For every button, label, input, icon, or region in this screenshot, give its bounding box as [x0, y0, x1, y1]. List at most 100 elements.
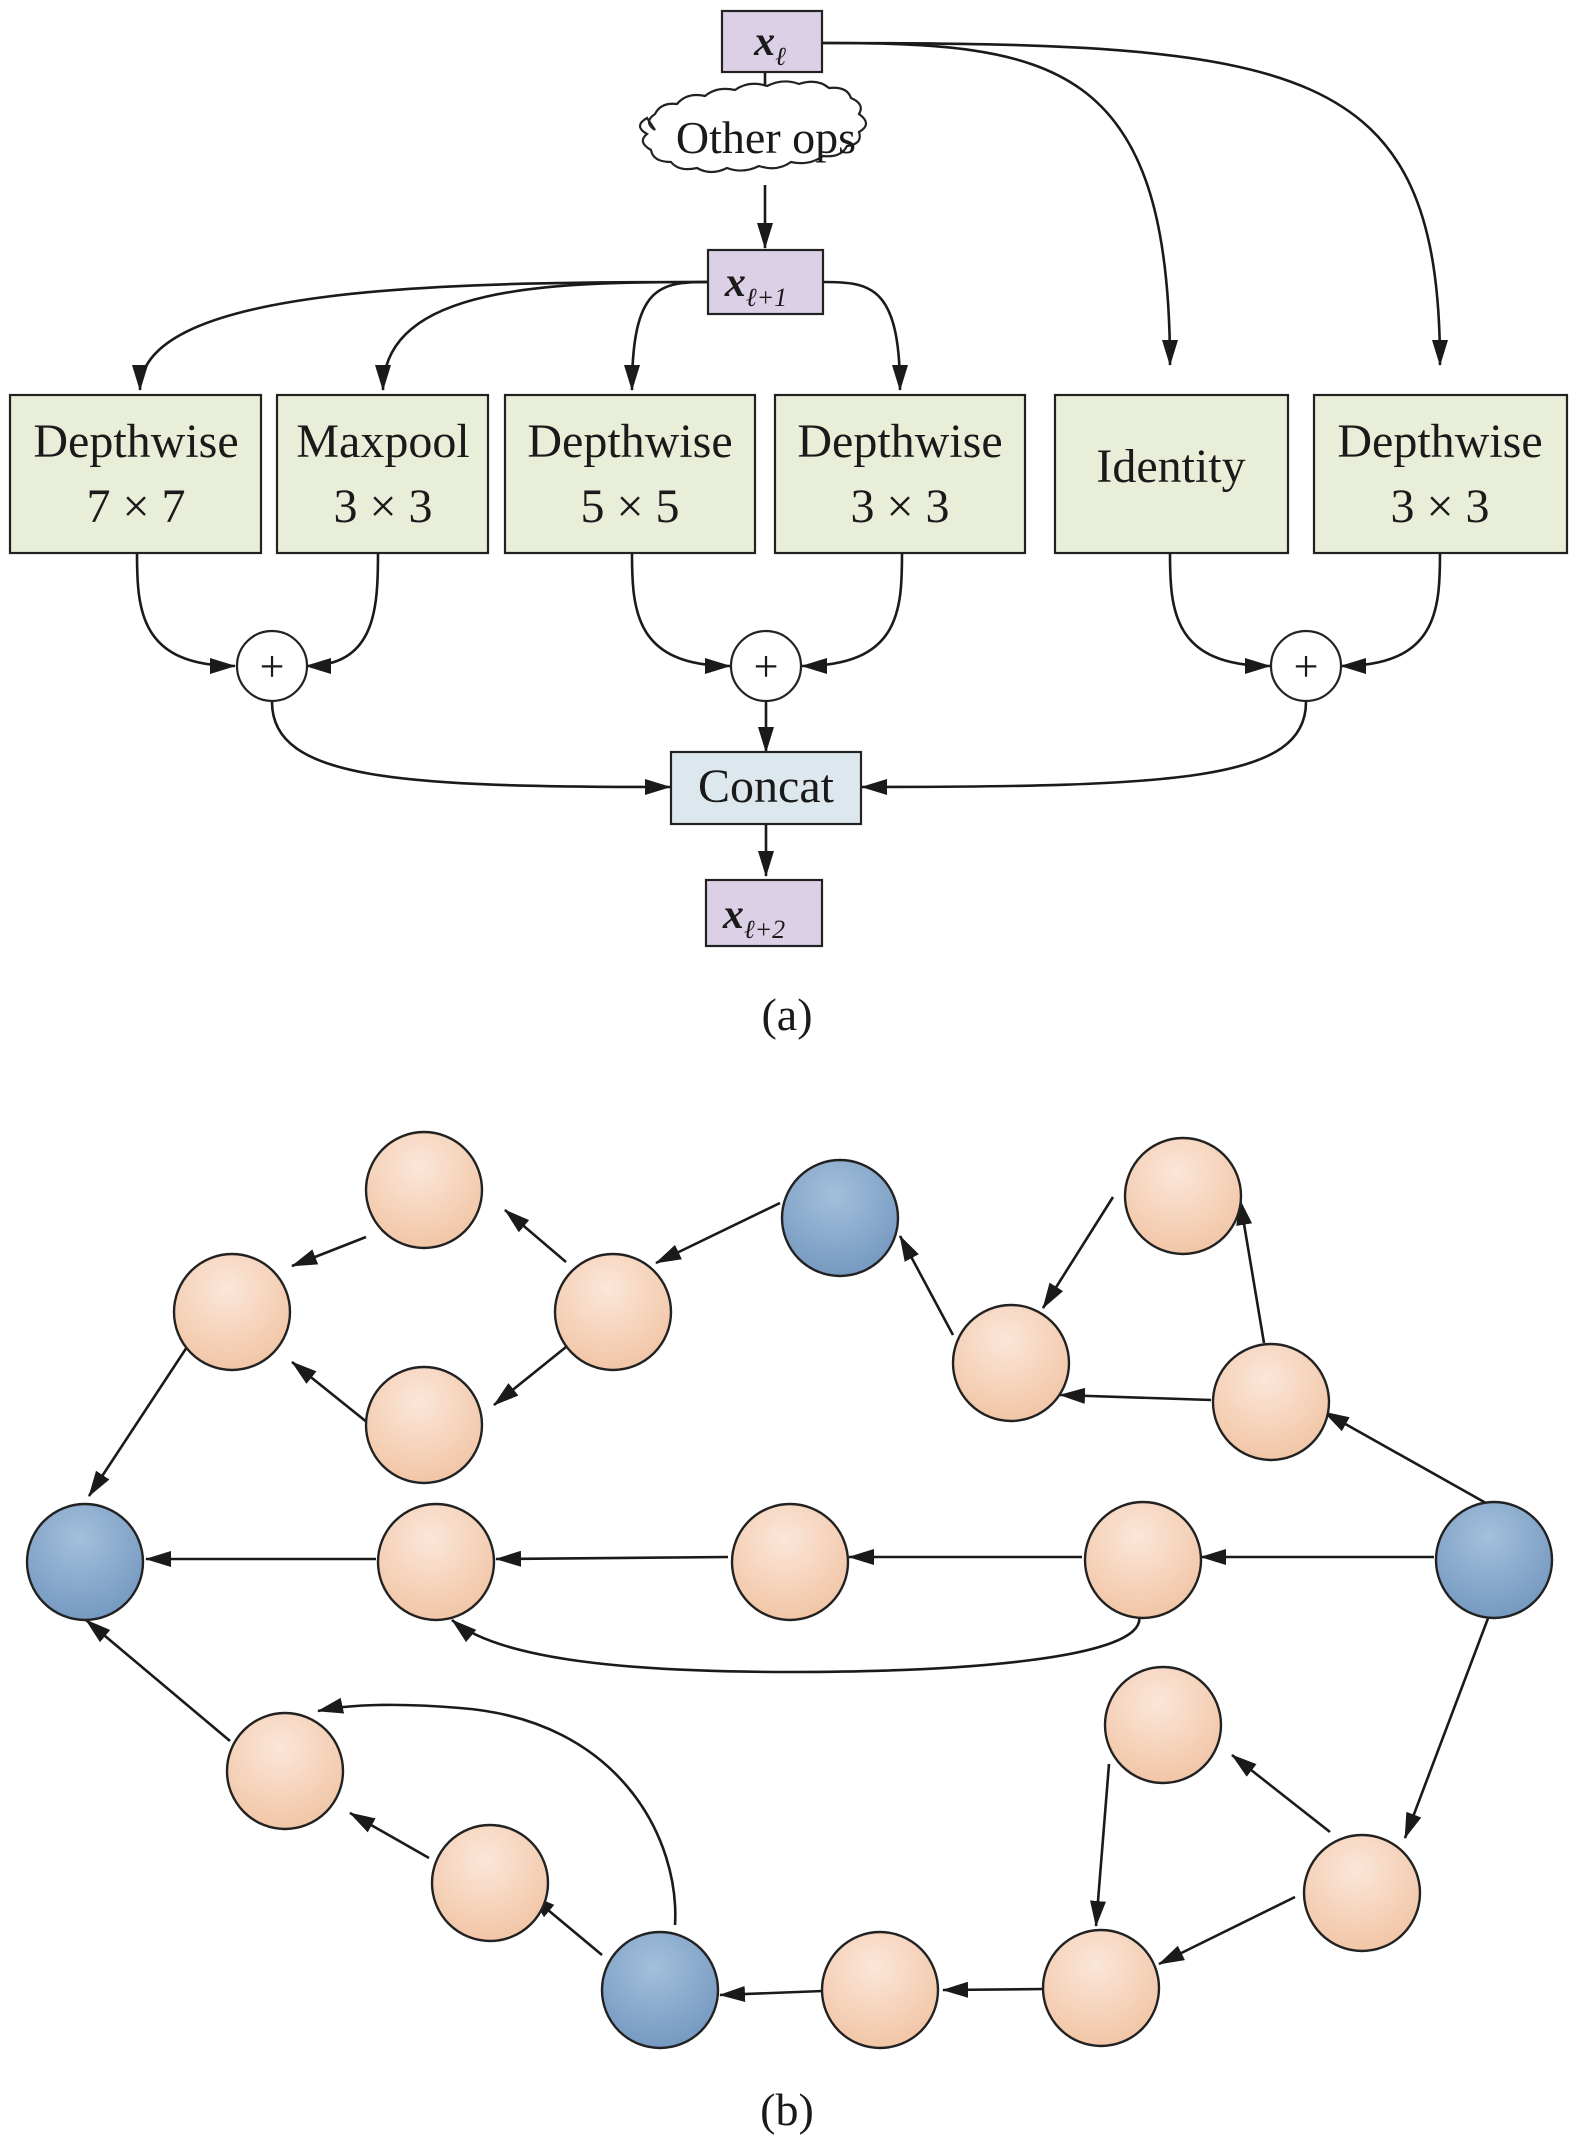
- edge-b-3: [493, 1345, 567, 1407]
- x-l2-sub: ℓ+2: [744, 915, 785, 944]
- edge-b-21: [942, 1981, 1046, 1998]
- graph-node-orange-1: [172, 1252, 292, 1372]
- x-l-base: x: [753, 19, 775, 65]
- graph-node-blue-8: [25, 1502, 145, 1622]
- edge-maxpool-to-sum1: [305, 552, 380, 674]
- edge-b-14: [495, 1550, 729, 1567]
- edge-identity-to-sum3: [1168, 552, 1271, 674]
- edge-b-20: [1158, 1895, 1296, 1966]
- edge-b-1: [291, 1235, 367, 1268]
- edge-xl1-to-depthwise-5x5: [624, 280, 709, 391]
- caption-b: (b): [760, 2084, 814, 2135]
- graph-node-orange-16: [1302, 1833, 1422, 1953]
- edge-xl1-to-depthwise-7x7: [132, 280, 709, 391]
- op-2-line2: 5 × 5: [580, 480, 679, 533]
- edge-sum1-to-concat: [270, 701, 671, 795]
- edge-xl1-to-depthwise-3x3: [822, 280, 908, 391]
- graph-node-orange-11: [1083, 1500, 1203, 1620]
- sum-2-symbol: +: [754, 642, 779, 691]
- graph-node-orange-6: [951, 1303, 1071, 1423]
- concat-label: Concat: [698, 760, 835, 813]
- graph-node-orange-2: [364, 1365, 484, 1485]
- edge-b-2: [504, 1209, 567, 1263]
- graph-node-orange-3: [553, 1252, 673, 1372]
- panel-b-edges: [85, 1196, 1494, 2003]
- graph-node-orange-18: [820, 1930, 940, 2050]
- edge-b-5: [655, 1201, 781, 1265]
- sum-3-symbol: +: [1294, 642, 1319, 691]
- svg-text:xℓ: xℓ: [753, 19, 786, 71]
- x-l-sub: ℓ: [775, 42, 786, 71]
- op-depthwise-5x5: Depthwise 5 × 5: [503, 393, 757, 555]
- sum-node-2: +: [729, 629, 803, 703]
- x-l1-base: x: [724, 260, 746, 306]
- edge-b-6: [87, 1346, 189, 1497]
- x-l1-sub: ℓ+1: [746, 283, 787, 312]
- edge-b-16: [451, 1614, 1141, 1674]
- op-2-line1: Depthwise: [527, 415, 732, 468]
- other-ops-cloud: Other ops: [638, 80, 868, 174]
- edge-b-9: [1236, 1199, 1266, 1344]
- op-1-line2: 3 × 3: [333, 480, 432, 533]
- x-l2-node: xℓ+2: [704, 878, 824, 948]
- graph-node-blue-12: [1434, 1500, 1554, 1620]
- op-5-line2: 3 × 3: [1390, 480, 1489, 533]
- panel-b-nodes: [25, 1130, 1554, 2050]
- edge-b-25: [85, 1619, 231, 1742]
- edge-b-26: [317, 1697, 677, 1926]
- edge-dw3-to-sum2: [801, 552, 904, 674]
- edge-b-4: [291, 1360, 369, 1425]
- edge-b-19: [1090, 1763, 1111, 1927]
- graph-node-blue-4: [780, 1158, 900, 1278]
- edge-b-22: [719, 1986, 824, 2003]
- edge-b-18: [1231, 1753, 1331, 1834]
- panel-a-edges: [132, 41, 1448, 877]
- graph-node-orange-14: [225, 1711, 345, 1831]
- sum-1-symbol: +: [260, 642, 285, 691]
- graph-node-orange-7: [1211, 1342, 1331, 1462]
- edge-b-8: [1041, 1196, 1115, 1309]
- x-l-node: xℓ: [720, 9, 824, 74]
- other-ops-label: Other ops: [676, 112, 856, 163]
- edge-b-11: [1323, 1410, 1494, 1509]
- edge-b-7: [898, 1235, 955, 1336]
- caption-a: (a): [761, 989, 812, 1040]
- edge-sum3-to-concat: [861, 701, 1308, 795]
- edge-xl-to-identity: [822, 41, 1178, 366]
- edge-dw3b-to-sum3: [1340, 552, 1442, 674]
- edge-xl1-to-maxpool: [375, 280, 709, 391]
- graph-node-orange-15: [430, 1823, 550, 1943]
- x-l2-base: x: [722, 892, 744, 938]
- sum-node-3: +: [1269, 629, 1343, 703]
- edge-xl-to-depthwise-3x3-right: [822, 41, 1448, 366]
- op-3-line1: Depthwise: [797, 415, 1002, 468]
- graph-node-blue-19: [600, 1930, 720, 2050]
- graph-node-orange-0: [364, 1130, 484, 1250]
- op-0-line1: Depthwise: [33, 415, 238, 468]
- edge-b-17: [1403, 1612, 1492, 1839]
- graph-node-orange-13: [1103, 1665, 1223, 1785]
- op-1-line1: Maxpool: [296, 415, 469, 468]
- sum-node-1: +: [235, 629, 309, 703]
- svg-text:xℓ+2: xℓ+2: [722, 892, 785, 944]
- graph-node-orange-9: [376, 1502, 496, 1622]
- edge-dw7-to-sum1: [135, 552, 236, 674]
- op-0-line2: 7 × 7: [86, 480, 185, 533]
- op-4-line1: Identity: [1096, 440, 1245, 493]
- concat-node: Concat: [669, 750, 863, 826]
- panel-b: (b): [25, 1130, 1554, 2135]
- op-identity: Identity: [1053, 393, 1290, 555]
- op-maxpool-3x3: Maxpool 3 × 3: [275, 393, 490, 555]
- edge-dw5-to-sum2: [630, 552, 731, 674]
- svg-text:xℓ+1: xℓ+1: [724, 260, 787, 312]
- edge-b-10: [1059, 1387, 1212, 1404]
- op-3-line2: 3 × 3: [850, 480, 949, 533]
- x-l1-node: xℓ+1: [706, 248, 825, 316]
- graph-node-orange-5: [1123, 1136, 1243, 1256]
- graph-node-orange-17: [1041, 1928, 1161, 2048]
- panel-a: xℓ Other ops xℓ+1 Depthwise 7 × 7 Maxpoo…: [8, 9, 1569, 1040]
- op-depthwise-3x3: Depthwise 3 × 3: [773, 393, 1027, 555]
- op-5-line1: Depthwise: [1337, 415, 1542, 468]
- edge-b-24: [349, 1811, 430, 1860]
